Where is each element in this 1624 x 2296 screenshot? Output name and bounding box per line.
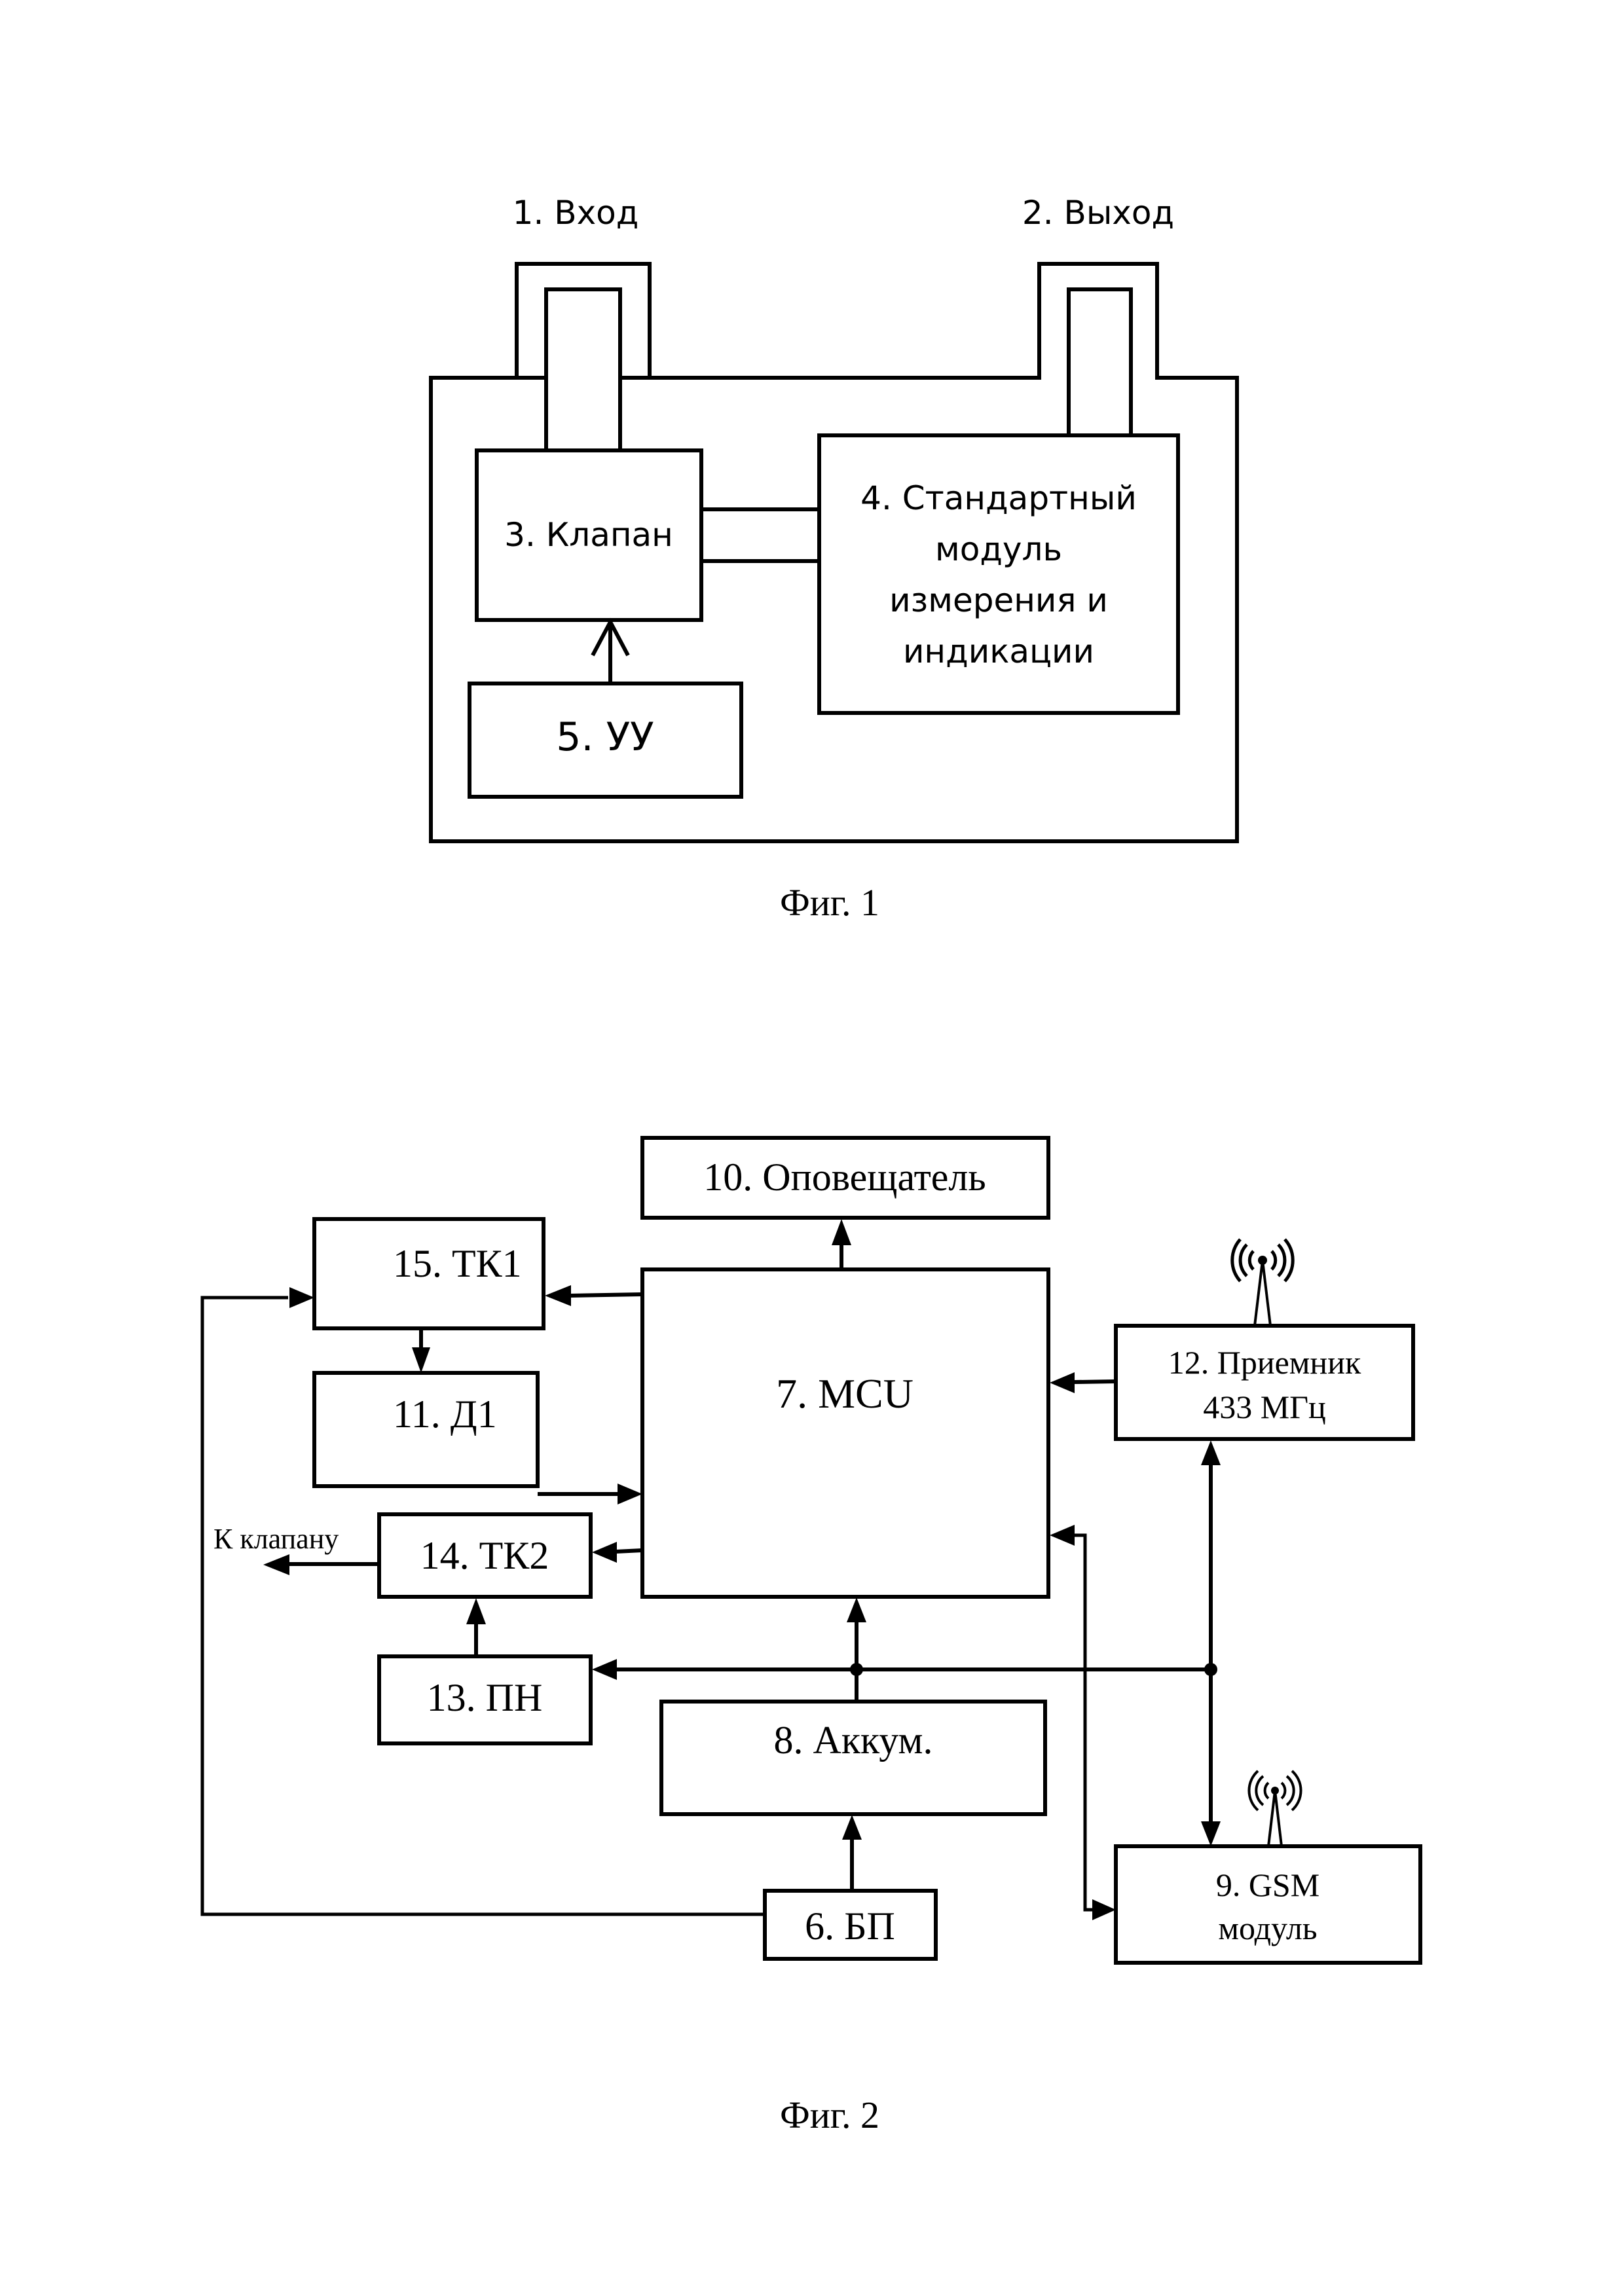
sensor-d1-label: 11. Д1 [393,1393,497,1436]
arrowhead [832,1219,851,1245]
measure-module-line-3: измерения и [889,581,1108,619]
voltage-converter-block: 13. ПН [379,1656,591,1743]
receiver-block: 12. Приемник 433 МГц [1116,1326,1413,1439]
figure-1-caption: Фиг. 1 [780,881,879,924]
arrowhead [1201,1821,1221,1846]
tk1-label: 15. ТК1 [393,1242,522,1285]
receiver-label-line-2: 433 МГц [1203,1389,1326,1425]
battery-label: 8. Аккум. [774,1719,933,1762]
arrowhead [842,1815,862,1840]
measure-module-line-2: модуль [935,530,1062,568]
battery-block: 8. Аккум. [661,1702,1045,1814]
arrowhead [412,1347,430,1373]
notifier-label: 10. Оповещатель [703,1156,986,1199]
tk2-block: 14. ТК2 [379,1514,591,1597]
mcu-tk2-wire [616,1550,642,1552]
valve-label: 3. Клапан [504,516,673,554]
gsm-block: 9. GSM модуль [1116,1846,1420,1963]
mcu-label: 7. MCU [776,1370,913,1417]
gsm-label-line-1: 9. GSM [1216,1867,1320,1903]
arrowhead [545,1285,571,1306]
tk1-block: 15. ТК1 [314,1219,544,1328]
measure-module-line-4: индикации [903,632,1094,670]
arrowhead [1050,1525,1075,1546]
arrowhead [263,1554,289,1575]
antenna-icon [1249,1771,1301,1846]
arrowhead [592,1659,617,1680]
measure-module-line-1: 4. Стандартный [860,479,1137,517]
arrowhead [1201,1440,1221,1465]
arrowhead [1050,1372,1075,1393]
valve-block: 3. Клапан [477,450,701,620]
arrowhead [1092,1899,1116,1920]
receiver-label-line-1: 12. Приемник [1168,1344,1361,1381]
mcu-block: 7. MCU [642,1269,1048,1597]
figure-1: 1. Вход 2. Выход 3. Клапан 4 [431,194,1237,924]
antenna-icon [1232,1239,1293,1326]
voltage-converter-label: 13. ПН [427,1676,543,1719]
input-label: 1. Вход [513,194,639,232]
measure-module-block: 4. Стандартный модуль измерения и индика… [819,435,1178,713]
tk2-label: 14. ТК2 [420,1534,549,1577]
power-supply-block: 6. БП [765,1891,936,1959]
figure-2: 10. Оповещатель 15. ТК1 11. Д1 7. MCU 14… [202,1138,1420,2136]
arrowhead [466,1598,486,1624]
output-label: 2. Выход [1022,194,1174,232]
arrowhead [847,1597,866,1622]
notifier-block: 10. Оповещатель [642,1138,1048,1218]
arrowhead [592,1542,617,1563]
mcu-tk1-wire [570,1294,642,1296]
receiver-mcu-wire [1074,1381,1116,1382]
control-unit-block: 5. УУ [470,683,741,797]
power-supply-label: 6. БП [805,1904,895,1948]
arrowhead [618,1484,642,1504]
sensor-d1-block: 11. Д1 [314,1373,538,1486]
to-valve-label: К клапану [213,1523,339,1555]
control-unit-label: 5. УУ [556,714,654,760]
gsm-label-line-2: модуль [1218,1910,1317,1946]
arrowhead [289,1287,314,1308]
gsm-mcu-wire [1074,1535,1092,1910]
figure-2-caption: Фиг. 2 [780,2094,879,2136]
